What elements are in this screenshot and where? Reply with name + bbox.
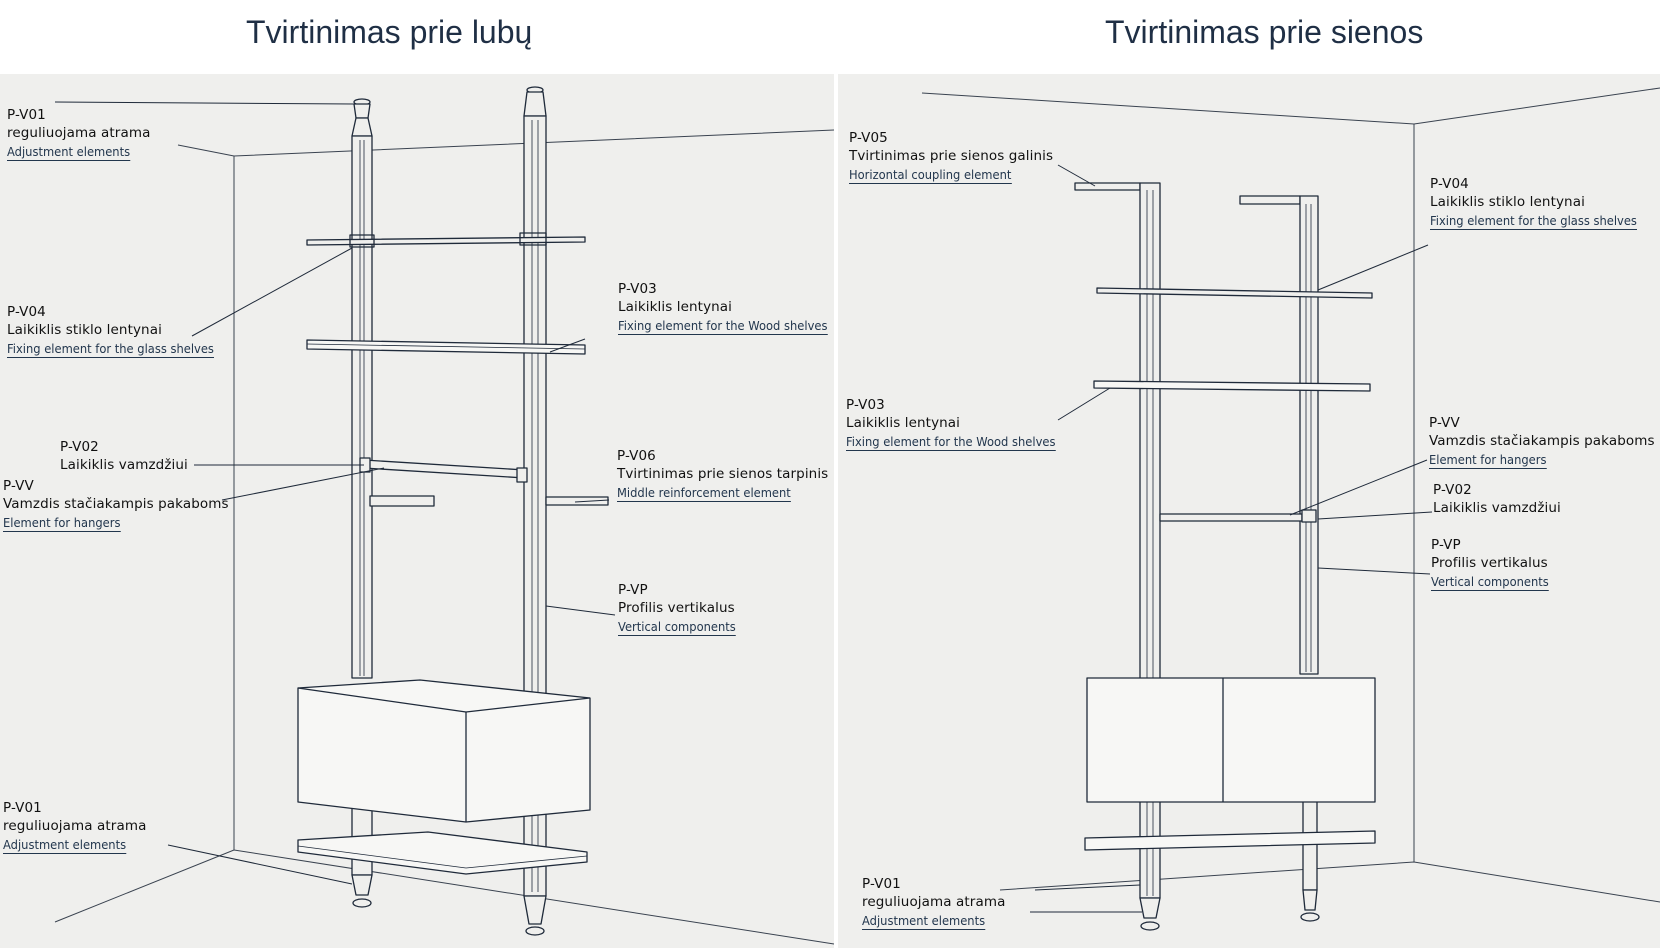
wall-assembly — [1030, 164, 1433, 931]
wall-room-lines — [921, 87, 1660, 903]
label-ceiling-p-vv: P-VV Vamzdis stačiakampis pakaboms Eleme… — [3, 477, 229, 532]
ceiling-leader-lines — [54, 101, 616, 885]
middle-bracket-right — [545, 496, 609, 506]
part-name-en: Vertical components — [1431, 574, 1549, 591]
label-wall-p-v05: P-V05 Tvirtinimas prie sienos galinis Ho… — [849, 129, 1053, 184]
drawer-box — [297, 679, 591, 823]
wall-mount-title: Tvirtinimas prie sienos — [1105, 14, 1424, 50]
part-name-en: Fixing element for the Wood shelves — [618, 318, 828, 335]
label-ceiling-p-v01-top: P-V01 reguliuojama atrama Adjustment ele… — [7, 106, 150, 161]
part-name-lt: Laikiklis lentynai — [846, 415, 961, 431]
part-code: P-V01 — [7, 107, 46, 123]
wood-shelf-top — [306, 339, 586, 355]
part-name-lt: Laikiklis vamzdžiui — [1433, 500, 1561, 516]
part-name-lt: Laikiklis stiklo lentynai — [1430, 194, 1585, 210]
part-code: P-V02 — [1433, 482, 1472, 498]
hanger-tube — [1159, 513, 1303, 522]
part-code: P-V04 — [7, 304, 46, 320]
middle-bracket-left — [369, 495, 435, 507]
wood-shelf-top — [1093, 380, 1371, 392]
label-ceiling-p-v01-bottom: P-V01 reguliuojama atrama Adjustment ele… — [3, 799, 146, 854]
part-code: P-VP — [618, 582, 648, 598]
part-name-lt: reguliuojama atrama — [7, 125, 151, 141]
part-name-lt: Tvirtinimas prie sienos galinis — [849, 148, 1054, 164]
part-name-en: Fixing element for the glass shelves — [1430, 213, 1637, 230]
label-ceiling-p-v03: P-V03 Laikiklis lentynai Fixing element … — [618, 280, 846, 335]
part-name-lt: Laikiklis lentynai — [618, 299, 733, 315]
label-wall-p-vp: P-VP Profilis vertikalus Vertical compon… — [1431, 536, 1559, 591]
part-code: P-V05 — [849, 130, 888, 146]
label-wall-p-v03: P-V03 Laikiklis lentynai Fixing element … — [846, 396, 1074, 451]
label-wall-p-vv: P-VV Vamzdis stačiakampis pakaboms Eleme… — [1429, 414, 1655, 469]
part-name-en: Fixing element for the Wood shelves — [846, 434, 1056, 451]
part-name-lt: Vamzdis stačiakampis pakaboms — [3, 496, 229, 512]
wood-shelf-bottom — [1084, 830, 1376, 851]
label-wall-p-v02: P-V02 Laikiklis vamzdžiui — [1433, 481, 1561, 517]
part-name-lt: reguliuojama atrama — [862, 894, 1006, 910]
part-code: P-VV — [3, 478, 34, 494]
part-code: P-V04 — [1430, 176, 1469, 192]
part-code: P-V03 — [846, 397, 885, 413]
label-ceiling-p-v02: P-V02 Laikiklis vamzdžiui — [60, 438, 188, 474]
label-wall-p-v04: P-V04 Laikiklis stiklo lentynai Fixing e… — [1430, 175, 1655, 230]
part-code: P-V06 — [617, 448, 656, 464]
part-name-en: Element for hangers — [1429, 452, 1547, 469]
part-code: P-VP — [1431, 537, 1461, 553]
ceiling-assembly — [54, 86, 616, 936]
part-name-lt: Laikiklis stiklo lentynai — [7, 322, 162, 338]
wall-leader-lines — [1030, 164, 1433, 913]
part-name-lt: Tvirtinimas prie sienos tarpinis — [617, 466, 829, 482]
part-name-lt: Laikiklis vamzdžiui — [60, 457, 188, 473]
part-code: P-V02 — [60, 439, 99, 455]
part-code: P-V01 — [862, 876, 901, 892]
part-name-en: Adjustment elements — [862, 913, 986, 930]
part-name-en: Vertical components — [618, 619, 736, 636]
ceiling-room-lines — [54, 129, 835, 945]
glass-shelf — [1096, 287, 1373, 299]
glass-shelf — [306, 236, 586, 246]
vertical-profile-left — [351, 98, 373, 908]
part-name-en: Fixing element for the glass shelves — [7, 341, 214, 358]
part-code: P-V01 — [3, 800, 42, 816]
part-name-lt: Profilis vertikalus — [618, 600, 735, 616]
part-name-en: Element for hangers — [3, 515, 121, 532]
part-code: P-V03 — [618, 281, 657, 297]
part-name-en: Horizontal coupling element — [849, 167, 1012, 184]
label-ceiling-p-v04: P-V04 Laikiklis stiklo lentynai Fixing e… — [7, 303, 232, 358]
label-ceiling-p-v06: P-V06 Tvirtinimas prie sienos tarpinis M… — [617, 447, 828, 502]
part-name-lt: reguliuojama atrama — [3, 818, 147, 834]
part-code: P-VV — [1429, 415, 1460, 431]
drawer-box — [1086, 677, 1376, 803]
part-name-en: Middle reinforcement element — [617, 485, 791, 502]
part-name-en: Adjustment elements — [7, 144, 131, 161]
label-ceiling-p-vp: P-VP Profilis vertikalus Vertical compon… — [618, 581, 746, 636]
part-name-lt: Vamzdis stačiakampis pakaboms — [1429, 433, 1655, 449]
label-wall-p-v01: P-V01 reguliuojama atrama Adjustment ele… — [862, 875, 1005, 930]
ceiling-mount-title: Tvirtinimas prie lubų — [246, 14, 533, 50]
part-name-en: Adjustment elements — [3, 837, 127, 854]
part-name-lt: Profilis vertikalus — [1431, 555, 1548, 571]
